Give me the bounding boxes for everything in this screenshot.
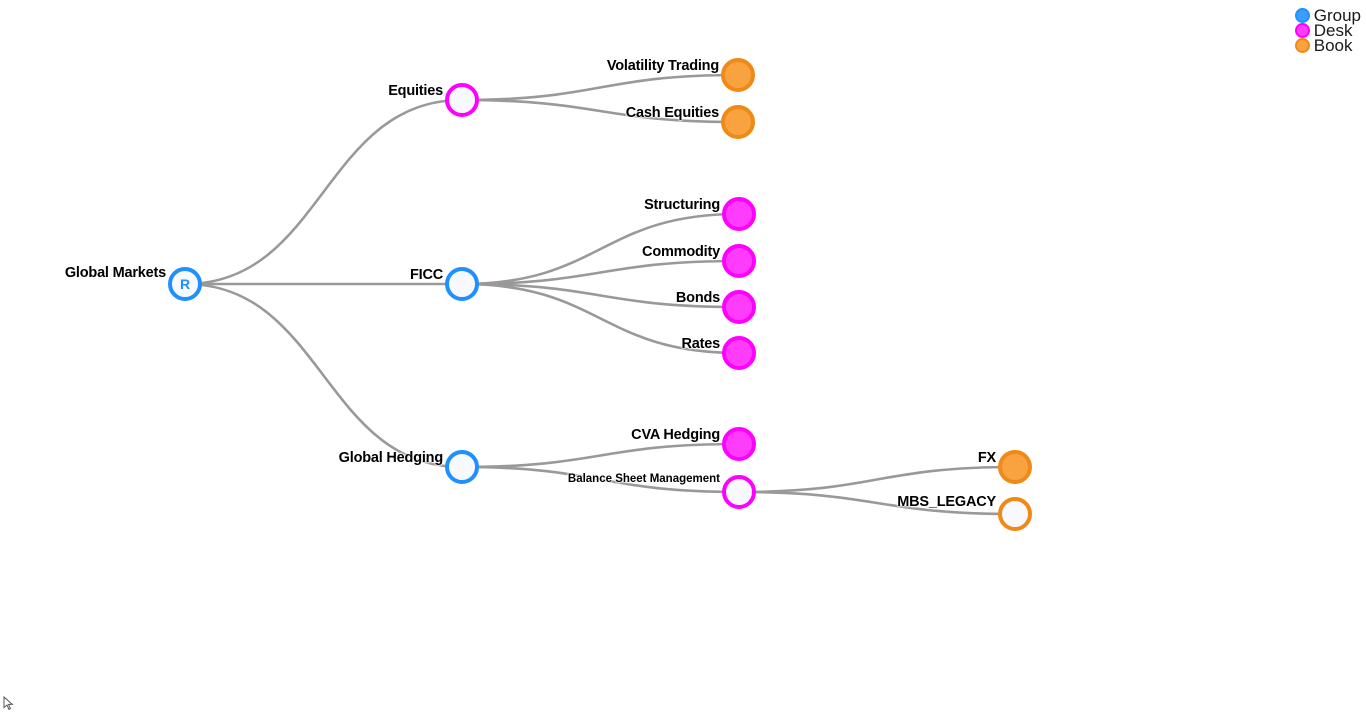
node-label-volatility-trading: Volatility Trading [606,58,719,74]
node-label-bonds: Bonds [675,290,720,306]
node-label-structuring: Structuring [644,197,720,213]
node-label-balance-sheet-management: Balance Sheet Management [567,473,720,485]
node-volatility-trading[interactable] [721,58,755,92]
link-ficc-bonds [461,282,740,309]
node-label-cash-equities: Cash Equities [625,105,719,121]
link-equities-cash-equities [461,98,739,124]
link-global-hedging-balance-sheet-management [461,465,740,494]
node-structuring[interactable] [722,197,756,231]
node-ficc[interactable] [445,267,479,301]
group-color-icon [1294,8,1310,23]
node-label-commodity: Commodity [642,244,720,260]
link-ficc-commodity [461,259,740,286]
node-equities[interactable] [445,83,479,117]
node-cva-hedging[interactable] [722,427,756,461]
node-label-cva-hedging: CVA Hedging [631,427,720,443]
node-rates[interactable] [722,336,756,370]
link-global-markets-equities [184,98,463,286]
legend-item-desk: Desk [1294,21,1361,40]
node-mbs-legacy[interactable] [998,497,1032,531]
link-balance-sheet-management-fx [738,465,1016,494]
node-label-mbs-legacy: MBS_LEGACY [897,494,996,510]
legend-item-group: Group [1294,6,1361,25]
book-color-icon [1294,38,1310,53]
node-label-equities: Equities [388,83,443,99]
node-fx[interactable] [998,450,1032,484]
desk-color-icon [1294,23,1310,38]
node-label-global-hedging: Global Hedging [338,450,444,466]
node-commodity[interactable] [722,244,756,278]
legend-label-desk: Desk [1313,21,1353,40]
legend-label-group: Group [1313,6,1361,25]
link-equities-volatility-trading [461,73,739,102]
node-global-markets[interactable]: R [168,267,202,301]
link-ficc-structuring [461,212,740,286]
link-ficc-rates [461,282,740,355]
node-bonds[interactable] [722,290,756,324]
node-label-ficc: FICC [409,267,443,283]
node-balance-sheet-management[interactable] [722,475,756,509]
node-label-fx: FX [977,450,996,466]
root-badge: R [179,276,191,292]
legend-label-book: Book [1313,36,1353,55]
legend: Group Desk Book [1294,6,1361,55]
link-global-hedging-cva-hedging [461,442,740,469]
node-cash-equities[interactable] [721,105,755,139]
link-balance-sheet-management-mbs-legacy [738,490,1016,516]
legend-item-book: Book [1294,36,1361,55]
mouse-cursor-icon [3,696,14,710]
node-label-global-markets: Global Markets [64,265,166,281]
node-label-rates: Rates [681,336,721,352]
link-global-markets-global-hedging [184,282,463,469]
node-global-hedging[interactable] [445,450,479,484]
